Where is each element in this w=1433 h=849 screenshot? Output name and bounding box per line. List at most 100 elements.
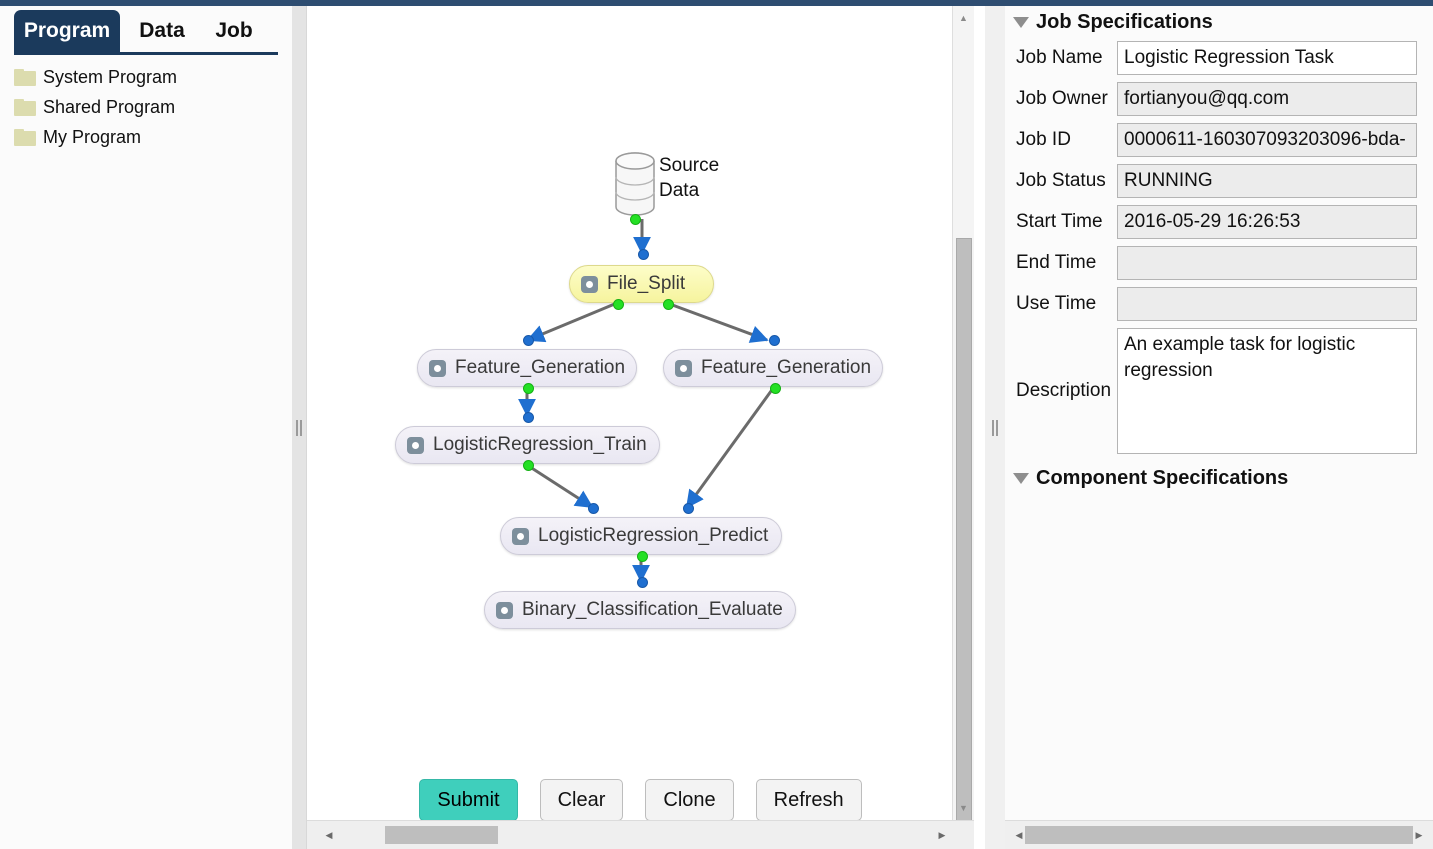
properties-horizontal-scrollbar[interactable]: ◀ ▶ [1005,820,1433,849]
source-data-node[interactable]: Source Data [613,151,719,225]
workflow-graph: Source Data File_Split Feature_Gene [307,6,974,706]
component-icon [429,359,446,377]
binary-classification-evaluate-input-port[interactable] [636,576,648,588]
component-icon [512,527,529,545]
tab-data[interactable]: Data [131,10,193,52]
tab-bar: Program Data Job [0,6,292,52]
use-time-label: Use Time [1016,293,1097,314]
component-icon [675,359,692,377]
right-panel-splitter[interactable] [985,6,1005,849]
tab-program-label: Program [23,19,111,42]
component-icon [407,436,424,454]
submit-button[interactable]: Submit [419,779,518,820]
node-label: LogisticRegression_Train [433,434,647,455]
node-label: Feature_Generation [701,357,872,378]
clone-button-label: Clone [663,788,716,811]
description-label: Description [1016,380,1112,401]
node-feature-generation-left[interactable]: Feature_Generation [417,334,637,394]
job-owner-label: Job Owner [1016,88,1108,109]
database-cylinder-icon [615,152,655,216]
clear-button[interactable]: Clear [539,779,624,820]
caret-down-icon [1013,473,1029,484]
node-file-split[interactable]: File_Split [569,248,714,310]
canvas-horizontal-scrollbar[interactable]: ◀ ▶ [307,820,974,849]
scroll-down-arrow-icon[interactable]: ▼ [959,803,968,813]
field-row-use-time: Use Time [1005,287,1433,321]
workflow-canvas[interactable]: Source Data File_Split Feature_Gene [307,6,974,820]
logistic-regression-train-output-port[interactable] [522,459,534,471]
tab-job[interactable]: Job [208,10,260,52]
caret-down-icon [1013,17,1029,28]
node-label: Feature_Generation [455,357,626,378]
left-navigation-panel: Program Data Job System Program Shared P… [0,6,292,849]
field-row-end-time: End Time [1005,246,1433,280]
node-feature-generation-right[interactable]: Feature_Generation [663,334,883,394]
component-icon [581,275,598,293]
tree-item-shared-program[interactable]: Shared Program [0,92,292,122]
feature-generation-right-input-port[interactable] [768,334,780,346]
logistic-regression-predict-input-port-1[interactable] [587,502,599,514]
workflow-canvas-panel: Source Data File_Split Feature_Gene [306,6,974,849]
scroll-left-arrow-icon[interactable]: ◀ [1015,829,1023,840]
scroll-up-arrow-icon[interactable]: ▲ [959,13,968,23]
tab-data-label: Data [139,19,185,42]
tree-item-my-program[interactable]: My Program [0,122,292,152]
canvas-vertical-scrollbar[interactable]: ▲ ▼ [952,6,974,836]
folder-icon [14,98,36,116]
scroll-right-arrow-icon[interactable]: ▶ [938,829,946,840]
job-status-label: Job Status [1016,170,1106,191]
file-split-output-port-2[interactable] [662,298,674,310]
job-specifications-header[interactable]: Job Specifications [1013,11,1213,34]
field-row-start-time: Start Time 2016-05-29 16:26:53 [1005,205,1433,239]
source-data-label-line1: Source [659,155,720,176]
file-split-input-port[interactable] [637,248,649,260]
feature-generation-left-output-port[interactable] [522,382,534,394]
splitter-grip-icon [992,419,998,436]
job-name-input[interactable]: Logistic Regression Task [1117,41,1417,75]
horizontal-scrollbar-thumb[interactable] [385,826,498,844]
properties-panel: Job Specifications Job Name Logistic Reg… [1005,6,1433,849]
refresh-button-label: Refresh [773,788,844,811]
component-specifications-header[interactable]: Component Specifications [1013,467,1288,490]
field-row-job-status: Job Status RUNNING [1005,164,1433,198]
field-row-job-id: Job ID 0000611-160307093203096-bda- [1005,123,1433,157]
left-panel-splitter[interactable] [292,6,306,849]
scroll-left-arrow-icon[interactable]: ◀ [325,829,333,840]
job-id-label: Job ID [1016,129,1071,150]
node-label: LogisticRegression_Predict [538,525,769,546]
logistic-regression-predict-input-port-2[interactable] [682,502,694,514]
feature-generation-right-output-port[interactable] [769,382,781,394]
logistic-regression-train-input-port[interactable] [522,411,534,423]
feature-generation-left-input-port[interactable] [522,334,534,346]
field-row-description: Description [1005,328,1433,454]
job-id-input: 0000611-160307093203096-bda- [1117,123,1417,157]
refresh-button[interactable]: Refresh [755,779,862,820]
job-status-value: RUNNING [1117,164,1417,198]
job-specifications-title: Job Specifications [1036,11,1213,33]
logistic-regression-predict-output-port[interactable] [636,550,648,562]
scroll-right-arrow-icon[interactable]: ▶ [1415,829,1423,840]
node-logistic-regression-train[interactable]: LogisticRegression_Train [395,411,660,471]
tree-item-label: System Program [43,66,178,87]
tab-program[interactable]: Program [14,10,120,52]
source-data-label-line2: Data [659,180,700,201]
tab-underline [14,52,278,55]
canvas-action-buttons: Submit Clear Clone Refresh [307,779,974,820]
tree-item-system-program[interactable]: System Program [0,62,292,92]
splitter-grip-icon [296,419,302,436]
vertical-scrollbar-thumb[interactable] [956,238,972,836]
job-specifications-form: Job Name Logistic Regression Task Job Ow… [1005,41,1433,461]
tree-item-label: My Program [43,126,142,147]
program-tree: System Program Shared Program My Program [0,62,292,152]
clone-button[interactable]: Clone [645,779,734,820]
source-data-output-port[interactable] [629,213,641,225]
end-time-label: End Time [1016,252,1097,273]
node-binary-classification-evaluate[interactable]: Binary_Classification_Evaluate [484,576,796,629]
node-logistic-regression-predict[interactable]: LogisticRegression_Predict [500,502,782,562]
description-textarea[interactable] [1117,328,1417,454]
file-split-output-port-1[interactable] [612,298,624,310]
start-time-label: Start Time [1016,211,1103,232]
properties-scrollbar-thumb[interactable] [1025,826,1413,844]
field-row-job-name: Job Name Logistic Regression Task [1005,41,1433,75]
